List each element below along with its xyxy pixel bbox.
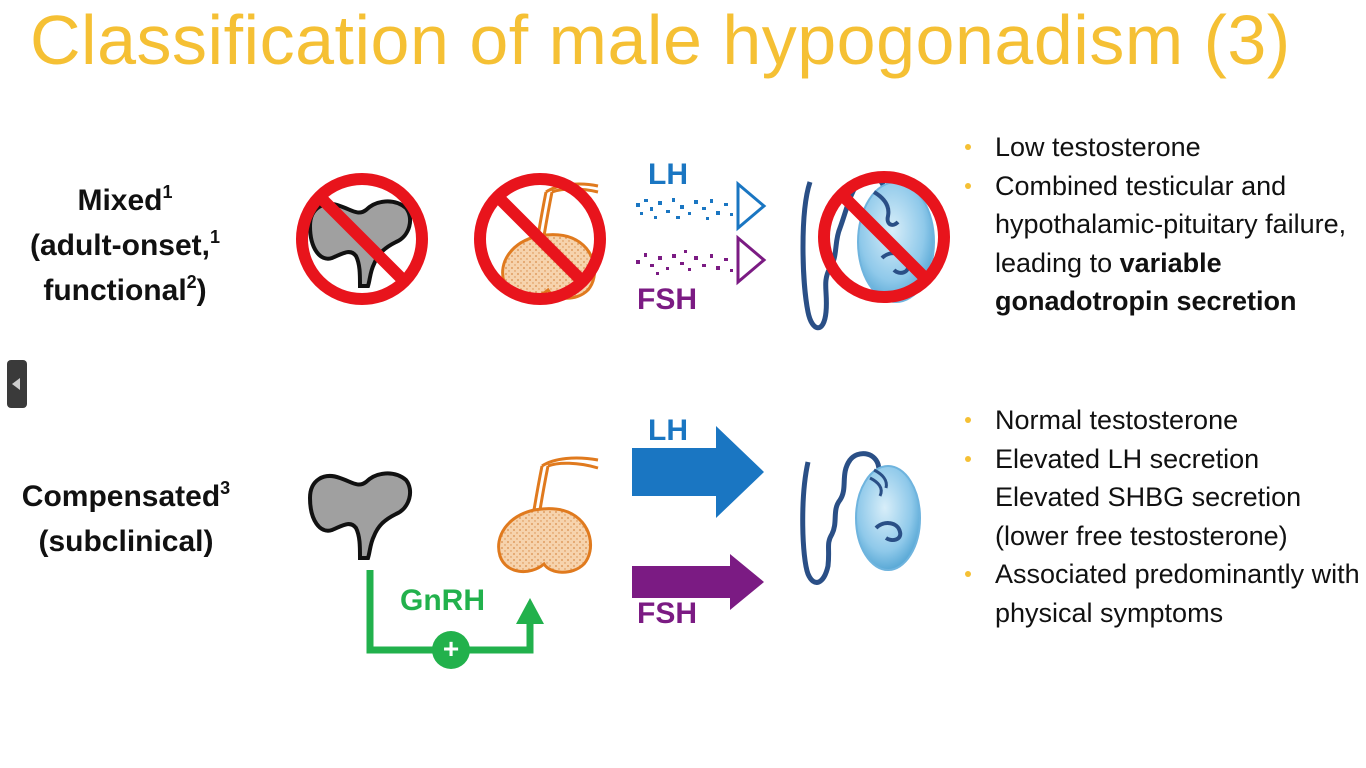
lh-label: LH <box>648 414 688 447</box>
gnrh-label: GnRH <box>400 584 485 617</box>
gnrh-arrow <box>366 570 544 669</box>
mixed-line1: Mixed <box>77 184 163 217</box>
list-item: Elevated LH secretion <box>962 440 1366 479</box>
mixed-bullet-list: Low testosterone Combined testicular and… <box>962 128 1362 321</box>
row-label-compensated: Compensated3 (subclinical) <box>0 476 252 563</box>
lh-dotted-arrow <box>636 180 767 232</box>
fsh-label: FSH <box>637 597 697 630</box>
testis-icon <box>800 451 921 585</box>
mixed-line3-end: ) <box>196 274 207 307</box>
plus-sign: + <box>442 633 460 664</box>
previous-slide-button[interactable] <box>7 360 27 408</box>
list-item: Low testosterone <box>962 128 1362 167</box>
compensated-line1-sup: 3 <box>220 478 231 498</box>
prohibited-icon <box>296 173 428 305</box>
lh-label: LH <box>648 158 688 191</box>
pituitary-icon <box>497 456 599 574</box>
compensated-line1: Compensated <box>21 480 221 513</box>
mixed-line3-sup: 2 <box>186 272 197 292</box>
fsh-dotted-arrow <box>636 234 767 286</box>
list-item: Elevated SHBG secretion (lower free test… <box>995 482 1302 551</box>
fsh-arrow <box>632 554 764 610</box>
mixed-line2: (adult-onset, <box>29 229 210 262</box>
compensated-line2: (subclinical) <box>38 525 214 558</box>
mixed-line2-sup: 1 <box>209 227 220 247</box>
fsh-label: FSH <box>637 283 697 316</box>
lh-arrow <box>632 426 764 518</box>
list-item: Associated predominantly with physical s… <box>962 555 1366 632</box>
prohibited-icon <box>474 173 606 305</box>
left-arrow-icon <box>12 378 20 390</box>
mixed-line3: functional <box>43 274 187 307</box>
row-label-mixed: Mixed1 (adult-onset,1 functional2) <box>5 180 245 315</box>
mixed-line1-sup: 1 <box>162 182 173 202</box>
slide-title: Classification of male hypogonadism (3) <box>30 1 1291 79</box>
list-item: Normal testosterone <box>962 401 1366 440</box>
hypothalamus-icon <box>307 471 413 560</box>
prohibited-icon <box>818 171 950 303</box>
compensated-bullet-list: Normal testosterone Elevated LH secretio… <box>962 401 1366 632</box>
list-item: Combined testicular and hypothalamic-pit… <box>962 167 1362 321</box>
